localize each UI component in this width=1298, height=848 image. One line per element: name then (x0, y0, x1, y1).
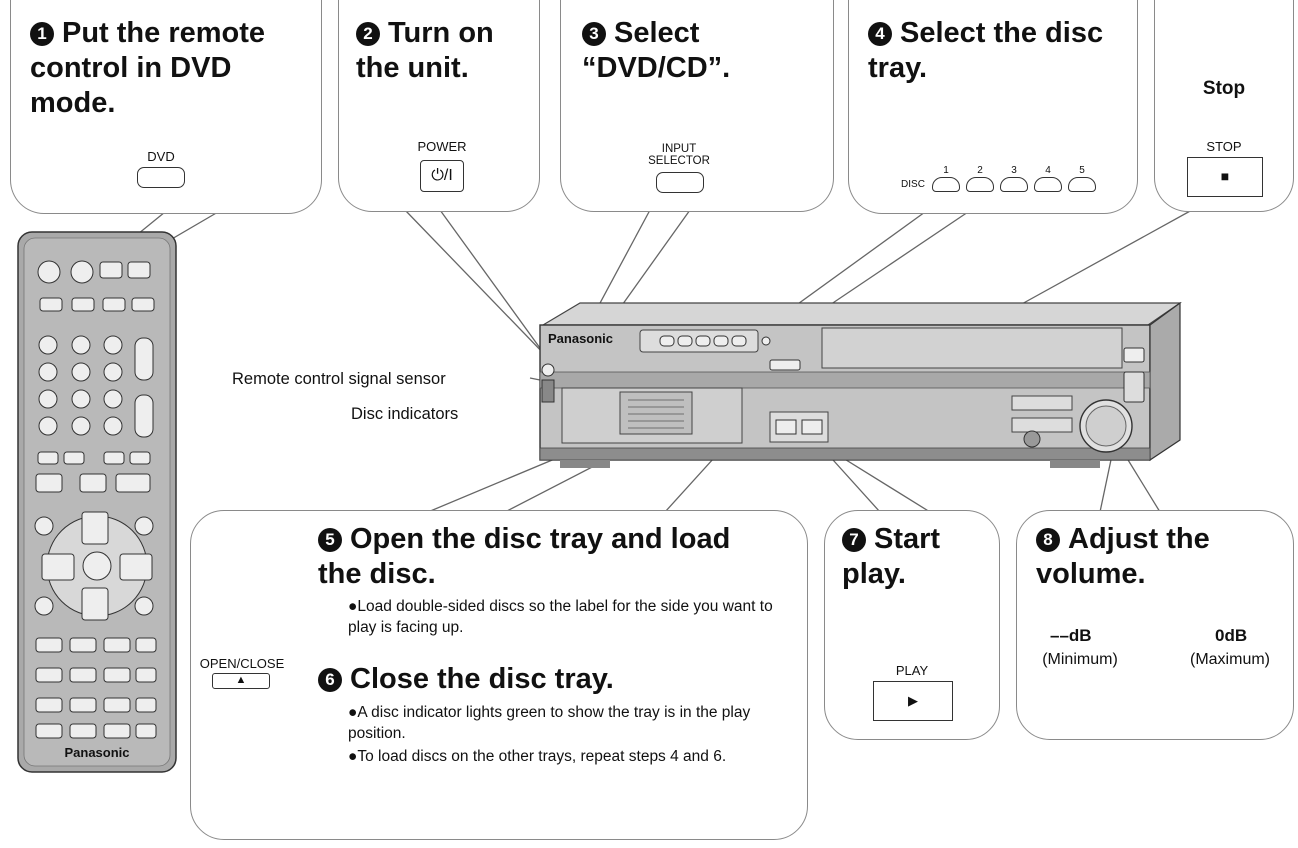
step-5-bullet: ●Load double-sided discs so the label fo… (348, 598, 773, 636)
volume-max-caption: (Maximum) (1190, 651, 1270, 668)
step-3-title-text: Select “DVD/CD”. (582, 17, 731, 84)
volume-max-value: 0dB (1215, 626, 1248, 645)
input-selector-button[interactable] (656, 172, 704, 193)
main-unit-illustration: Panasonic (539, 301, 1182, 468)
step-5-number: 5 (318, 528, 342, 552)
dvd-button-label: DVD (147, 149, 175, 164)
step-6-title: 6 Close the disc tray. (318, 662, 614, 697)
power-button[interactable]: ⏻/I (420, 160, 464, 192)
stop-title: Stop (1202, 78, 1246, 99)
stop-button[interactable]: ■ (1187, 157, 1263, 197)
unit-brand-logo: Panasonic (548, 331, 613, 346)
step-7-number: 7 (842, 528, 866, 552)
tray-5-label: 5 (1079, 165, 1085, 176)
volume-min-caption: (Minimum) (1042, 651, 1118, 668)
tray-4-label: 4 (1045, 165, 1051, 176)
tray-3-button[interactable] (1000, 177, 1028, 192)
open-close-button[interactable]: ▲ (212, 673, 270, 689)
dvd-button[interactable] (137, 167, 185, 188)
play-button[interactable]: ▶ (873, 681, 953, 721)
step-5-title-text: Open the disc tray and load the disc. (318, 523, 731, 590)
open-close-button-label: OPEN/CLOSE (199, 656, 285, 671)
tray-2-label: 2 (977, 165, 983, 176)
step-5-6-box (190, 510, 808, 840)
step-2-number: 2 (356, 22, 380, 46)
tray-3-label: 3 (1011, 165, 1017, 176)
step-4-number: 4 (868, 22, 892, 46)
volume-min-value: ––dB (1050, 626, 1092, 645)
step-4-title-text: Select the disc tray. (868, 17, 1104, 84)
tray-1-button[interactable] (932, 177, 960, 192)
step-2-title-text: Turn on the unit. (356, 17, 494, 84)
tray-1-label: 1 (943, 165, 949, 176)
step-7-title-text: Start play. (842, 523, 941, 590)
remote-control-illustration: Panasonic (17, 231, 177, 773)
step-6-number: 6 (318, 668, 342, 692)
disc-label: DISC (901, 179, 925, 190)
tray-5-button[interactable] (1068, 177, 1096, 192)
step-6-bullet-1: ●A disc indicator lights green to show t… (348, 704, 751, 742)
step-1-number: 1 (30, 22, 54, 46)
step-6-bullet-2: ●To load discs on the other trays, repea… (348, 748, 727, 765)
power-button-label: POWER (417, 139, 467, 154)
step-8-number: 8 (1036, 528, 1060, 552)
tray-4-button[interactable] (1034, 177, 1062, 192)
input-selector-button-label: INPUT SELECTOR (648, 143, 710, 167)
remote-sensor-callout: Remote control signal sensor (232, 370, 446, 388)
step-6-title-text: Close the disc tray. (350, 663, 614, 695)
step-1-title-text: Put the remote control in DVD mode. (30, 17, 266, 119)
stop-button-label: STOP (1206, 139, 1242, 154)
tray-2-button[interactable] (966, 177, 994, 192)
disc-indicators-callout: Disc indicators (351, 405, 459, 423)
step-8-title-text: Adjust the volume. (1036, 523, 1210, 590)
remote-brand-logo: Panasonic (64, 745, 129, 760)
step-3-number: 3 (582, 22, 606, 46)
step-8-box (1016, 510, 1294, 740)
play-button-label: PLAY (895, 663, 929, 678)
